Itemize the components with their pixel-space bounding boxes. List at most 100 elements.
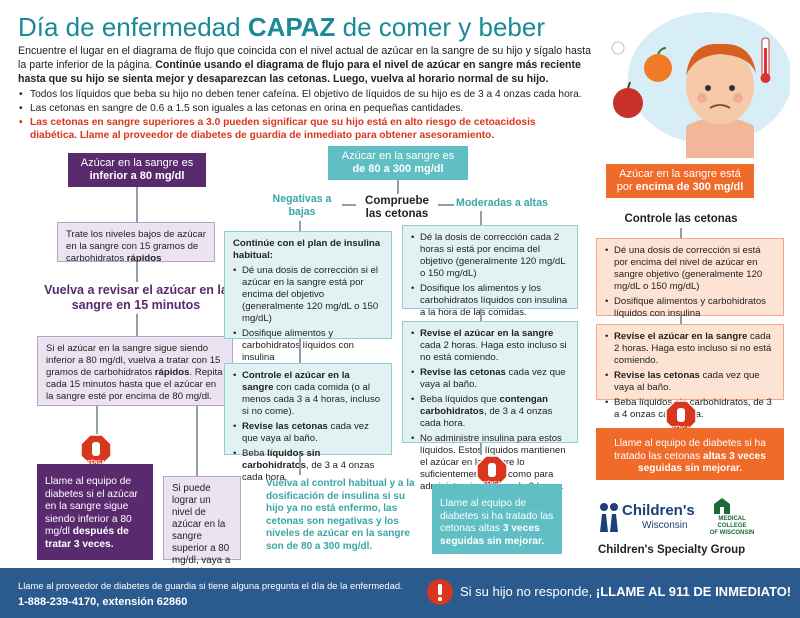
- high-head-line-1: Azúcar en la sangre está: [619, 168, 741, 180]
- mid-mod2-item: Beba líquidos que contengan carbohidrato…: [411, 394, 569, 430]
- footer-phone[interactable]: 1-888-239-4170, extensión 62860: [18, 596, 188, 608]
- mid-mod2-t: , de 3 a 4 onzas cada hora.: [420, 406, 553, 429]
- childrens-wisconsin-logo: Children's Wisconsin: [598, 500, 698, 540]
- footer-emergency-2: ¡LLAME AL 911 DE INMEDIATO!: [595, 584, 792, 599]
- mid-neg-item: Dé una dosis de corrección si el azúcar …: [233, 265, 383, 325]
- connector: [299, 339, 301, 363]
- low-treat-box: Trate los niveles bajos de azúcar en la …: [57, 222, 215, 264]
- connector: [136, 314, 138, 336]
- mid-mod-label: Moderadas a altas: [456, 197, 548, 209]
- low-call-team-box: Llame al equipo de diabetes si el azúcar…: [37, 464, 153, 560]
- bullet-warning: Las cetonas en sangre superiores a 3.0 p…: [19, 116, 580, 142]
- mid-mod2-b: Revise el azúcar en la sangre: [420, 328, 554, 339]
- connector: [96, 406, 98, 434]
- low-still-low-box: Si el azúcar en la sangre sigue siendo i…: [37, 336, 233, 406]
- high-item: Dosifique alimentos y carbohidratos líqu…: [605, 296, 775, 320]
- mid-mod2-t: Beba líquidos que: [420, 394, 500, 405]
- mid-neg-box: Continúe con el plan de insulina habitua…: [224, 231, 392, 363]
- connector: [680, 316, 682, 324]
- mid-return-text: Vuelva al control habitual y a la dosifi…: [266, 478, 415, 552]
- low-still-3: . Repita cada 15 minutos hasta que el az…: [46, 367, 223, 402]
- people-icon: [600, 503, 618, 532]
- connector: [480, 443, 482, 455]
- connector: [299, 455, 301, 475]
- alert-icon: [427, 579, 453, 605]
- high-call-team-box: Llame al equipo de diabetes si ha tratad…: [596, 428, 784, 480]
- mcw-line-1: MEDICAL: [718, 516, 746, 522]
- connector: [480, 309, 482, 321]
- mid-neg-title: Continúe con el plan de insulina habitua…: [233, 238, 381, 261]
- connector: [136, 262, 138, 282]
- mid-neg2-b: líquidos sin carbohidratos: [242, 448, 321, 471]
- high-call-2: altas 3 veces seguidas sin mejorar.: [637, 450, 766, 475]
- mid-neg-label: Negativas a bajas: [272, 193, 332, 218]
- footer-emergency-1: Si su hijo no responde,: [460, 584, 596, 599]
- high-item: Dé una dosis de corrección si está por e…: [605, 245, 775, 293]
- mid-call-team-box: Llame al equipo de diabetes si ha tratad…: [432, 484, 562, 554]
- intro-part-2: Continúe usando el diagrama de flujo par…: [18, 59, 581, 85]
- mid-neg2-item: Beba líquidos sin carbohidratos, de 3 a …: [233, 448, 383, 484]
- title-bold: CAPAZ: [247, 12, 336, 42]
- mid-neg2-t: Beba: [242, 448, 268, 459]
- low-treat-text: Trate los niveles bajos de azúcar en la …: [66, 229, 206, 264]
- low-call-2: después de tratar 3 veces.: [45, 526, 129, 550]
- title-post: de comer y beber: [335, 12, 545, 42]
- intro-text: Encuentre el lugar en el diagrama de flu…: [18, 44, 598, 86]
- mid-sugar-header: Azúcar en la sangre es de 80 a 300 mg/dl: [328, 146, 468, 180]
- high-item2: Beba líquidos sin carbohidratos, de 3 a …: [605, 397, 775, 421]
- mid-call-2: 3 veces seguidas sin mejorar.: [440, 523, 545, 547]
- mid-head-line-2: de 80 a 300 mg/dl: [352, 163, 444, 175]
- mid-mod2-t: cada 2 horas. Haga esto incluso si no es…: [420, 340, 567, 363]
- mid-mod2-item: Revise el azúcar en la sangre cada 2 hor…: [411, 328, 569, 364]
- high-item2: Revise las cetonas cada vez que vaya al …: [605, 370, 775, 394]
- high-call-1: Llame al equipo de diabetes si ha tratad…: [614, 438, 766, 462]
- high-item2-t: cada vez que vaya al baño.: [614, 370, 760, 393]
- page-title: Día de enfermedad CAPAZ de comer y beber: [18, 12, 545, 43]
- mid-neg2-item: Revise las cetonas cada vez que vaya al …: [233, 421, 383, 445]
- mid-mod2-box: Revise el azúcar en la sangre cada 2 hor…: [402, 321, 578, 492]
- low-sugar-header: Azúcar en la sangre es inferior a 80 mg/…: [68, 153, 206, 187]
- sick-child-illustration: [611, 12, 790, 158]
- mid-neg2-t: , de 3 a 4 onzas cada hora.: [242, 460, 375, 483]
- mcw-text: MEDICAL COLLEGE OF WISCONSIN: [702, 516, 762, 537]
- high-item2: Revise el azúcar en la sangre cada 2 hor…: [605, 331, 775, 367]
- mid-head-line-1: Azúcar en la sangre es: [341, 150, 455, 162]
- mid-mod-item: Dosifique los alimentos y los carbohidra…: [411, 283, 569, 319]
- mid-neg2-b: Controle el azúcar en la sangre: [242, 370, 350, 393]
- mcw-logo: MEDICAL COLLEGE OF WISCONSIN: [702, 496, 782, 540]
- high-item2-t: cada 2 horas. Haga esto incluso si no es…: [614, 331, 772, 366]
- connector: [480, 211, 482, 225]
- high-head-2a: por: [616, 181, 636, 193]
- high-check-ketones: Controle las cetonas: [624, 213, 738, 225]
- stop-label: DETÉNGASE: [80, 460, 112, 466]
- low-call-1: Llame al equipo de diabetes si el azúcar…: [45, 476, 138, 537]
- connector: [196, 406, 198, 476]
- high-sugar-header: Azúcar en la sangre está por encima de 3…: [606, 164, 754, 198]
- intro-part-1: Encuentre el lugar en el diagrama de flu…: [18, 45, 592, 71]
- low-still-1: Si el azúcar en la sangre sigue siendo i…: [46, 343, 221, 378]
- mid-neg2-item: Controle el azúcar en la sangre con cada…: [233, 370, 383, 418]
- mid-mod2-item: Revise las cetonas cada vez que vaya al …: [411, 367, 569, 391]
- footer-call-text: Llame al proveedor de diabetes de guardi…: [18, 580, 403, 591]
- mcw-line-2: COLLEGE: [717, 523, 747, 529]
- mid-neg-item: Dosifique alimentos y carbohidratos líqu…: [233, 328, 383, 364]
- mid-mod-box: Dé la dosis de corrección cada 2 horas s…: [402, 225, 578, 318]
- low-recheck-heading: Vuelva a revisar el azúcar en la sangre …: [44, 283, 228, 312]
- logo-wisconsin: Wisconsin: [642, 520, 688, 531]
- mid-neg2-box: Controle el azúcar en la sangre con cada…: [224, 363, 392, 483]
- mcw-building-icon: [714, 498, 730, 514]
- connector: [438, 204, 454, 206]
- footer-emergency: Si su hijo no responde, ¡LLAME AL 911 DE…: [460, 584, 791, 599]
- high-item2-b: Revise las cetonas: [614, 370, 700, 381]
- connector: [299, 221, 301, 231]
- low-head-line-2: inferior a 80 mg/dl: [89, 170, 185, 182]
- specialty-group-logo: Children's Specialty Group: [598, 544, 746, 556]
- mid-mod2-b: contengan carbohidratos: [420, 394, 548, 417]
- bullet-ketones: Las cetonas en sangre de 0.6 a 1.5 son i…: [19, 102, 590, 115]
- stop-sign-icon: [665, 400, 697, 432]
- low-treat-bold: rápidos: [126, 253, 162, 264]
- mid-check-ketones: Compruebe las cetonas: [365, 195, 429, 220]
- mid-call-1: Llame al equipo de diabetes si ha tratad…: [440, 498, 554, 534]
- mid-neg2-t: cada vez que vaya al baño.: [242, 421, 369, 444]
- mid-mod2-t: cada vez que vaya al baño.: [420, 367, 566, 390]
